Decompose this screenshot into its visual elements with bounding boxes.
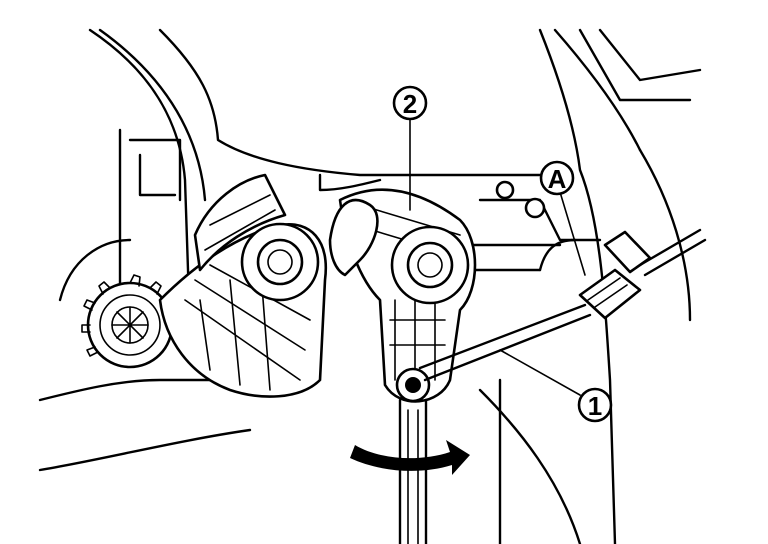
callout-a-label: A	[548, 164, 567, 194]
callout-1-label: 1	[588, 391, 602, 421]
callout-2: 2	[392, 85, 428, 121]
callout-1: 1	[577, 387, 613, 423]
left-lever	[158, 173, 328, 398]
gear	[81, 274, 177, 369]
wire-connector	[418, 228, 707, 382]
fastener	[395, 367, 431, 544]
housing-outline	[38, 28, 702, 544]
callout-2-label: 2	[403, 89, 417, 119]
rotation-arrow-icon	[350, 440, 470, 475]
callout-a: A	[539, 160, 575, 196]
leader-lines	[409, 117, 586, 396]
right-lever	[328, 188, 477, 403]
bolt-a	[495, 180, 546, 219]
